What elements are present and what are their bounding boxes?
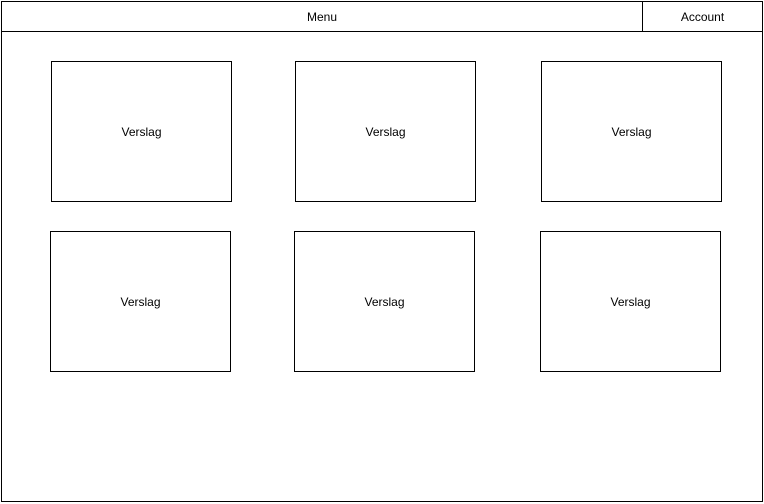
report-card[interactable]: Verslag: [541, 61, 722, 202]
report-card[interactable]: Verslag: [50, 231, 231, 372]
report-card[interactable]: Verslag: [295, 61, 476, 202]
report-label: Verslag: [364, 294, 405, 309]
report-label: Verslag: [611, 124, 652, 139]
report-label: Verslag: [121, 124, 162, 139]
report-label: Verslag: [120, 294, 161, 309]
menu-button[interactable]: Menu: [1, 1, 643, 32]
report-card[interactable]: Verslag: [51, 61, 232, 202]
report-card[interactable]: Verslag: [294, 231, 475, 372]
menu-label: Menu: [306, 9, 338, 24]
report-card[interactable]: Verslag: [540, 231, 721, 372]
report-label: Verslag: [610, 294, 651, 309]
account-button[interactable]: Account: [642, 1, 763, 32]
report-label: Verslag: [365, 124, 406, 139]
account-label: Account: [680, 9, 725, 24]
